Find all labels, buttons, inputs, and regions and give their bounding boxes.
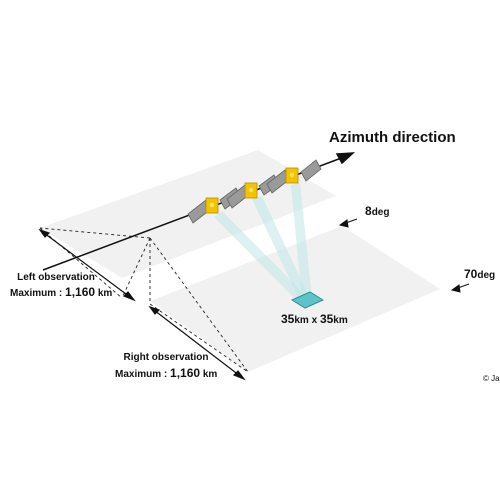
angle-8deg-label: 8deg [365,205,389,218]
right-observation-max-label: Maximum : [115,369,171,380]
angle-arrow-8deg [338,218,358,228]
azimuth-direction-label: Azimuth direction [329,129,456,146]
angle-arrow-70deg [450,283,470,293]
angle-8deg-value: 8 [365,204,372,218]
right-observation-maximum: Maximum : 1,160 km [115,367,217,380]
right-observation-title: Right observation [123,352,209,363]
angle-8deg-unit: deg [371,207,390,218]
footprint-width-value: 35 [281,312,295,326]
beam-left-satellite [214,211,309,303]
footprint-separator: x [308,315,320,326]
beam-middle-satellite [252,196,310,301]
footprint-height-value: 35 [319,312,334,326]
footprint-size-label: 35km x 35km [281,313,348,326]
beam-right-satellite [291,183,312,300]
right-observation-max-value: 1,160 [170,366,201,380]
satellite-right [266,159,322,194]
angle-70deg-value: 70 [464,267,478,281]
footprint-height-unit: km [333,315,348,326]
left-observation-max-unit: km [97,288,113,299]
left-observation-max-value: 1,160 [65,285,96,299]
left-observation-maximum: Maximum : 1,160 km [10,285,112,299]
angle-70deg-label: 70deg [464,268,495,281]
right-observation-max-unit: km [202,369,218,380]
footprint-width-unit: km [294,315,309,326]
left-dimension-arrow [38,228,136,302]
left-observation-max-label: Maximum : [10,288,66,299]
left-observation-title: Left observation [17,272,95,283]
angle-70deg-unit: deg [477,270,496,281]
right-dimension-arrow [148,305,246,381]
copyright-label: © Ja [483,374,500,383]
footprint-square [290,291,325,309]
